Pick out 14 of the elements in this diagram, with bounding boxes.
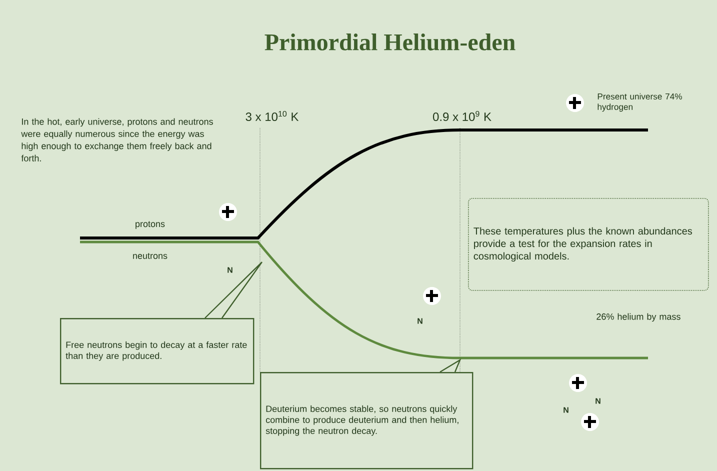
- neutron-label: N: [418, 318, 422, 324]
- diagram-title: Primordial Helium-eden: [264, 34, 516, 50]
- curve-label: neutrons: [133, 253, 168, 259]
- callout-box: These temperatures plus the known abundances provide a test for the expansion rates in cosmological models.: [468, 198, 709, 291]
- note-text: In the hot, early universe, protons and neutrons were equally numerous since the energy was high enough to exchange them freely back and forth.: [21, 118, 213, 162]
- neutron-label: N: [228, 267, 232, 273]
- neutron-label: N: [596, 398, 600, 404]
- temperature-label: 3 x 10$^{10}$ K: [246, 110, 299, 122]
- abundance-label: 26% helium by mass: [596, 313, 680, 322]
- callout-box: Deuterium becomes stable, so neutrons quickly combine to produce deuterium and then helium, stopping the neutron decay.: [260, 358, 474, 470]
- curve-label: protons: [136, 221, 165, 229]
- temperature-label: 0.9 x 10$^{9}$ K: [432, 110, 492, 122]
- abundance-label: Present universe 74% hydrogen: [598, 93, 682, 112]
- neutron-label: N: [564, 407, 568, 413]
